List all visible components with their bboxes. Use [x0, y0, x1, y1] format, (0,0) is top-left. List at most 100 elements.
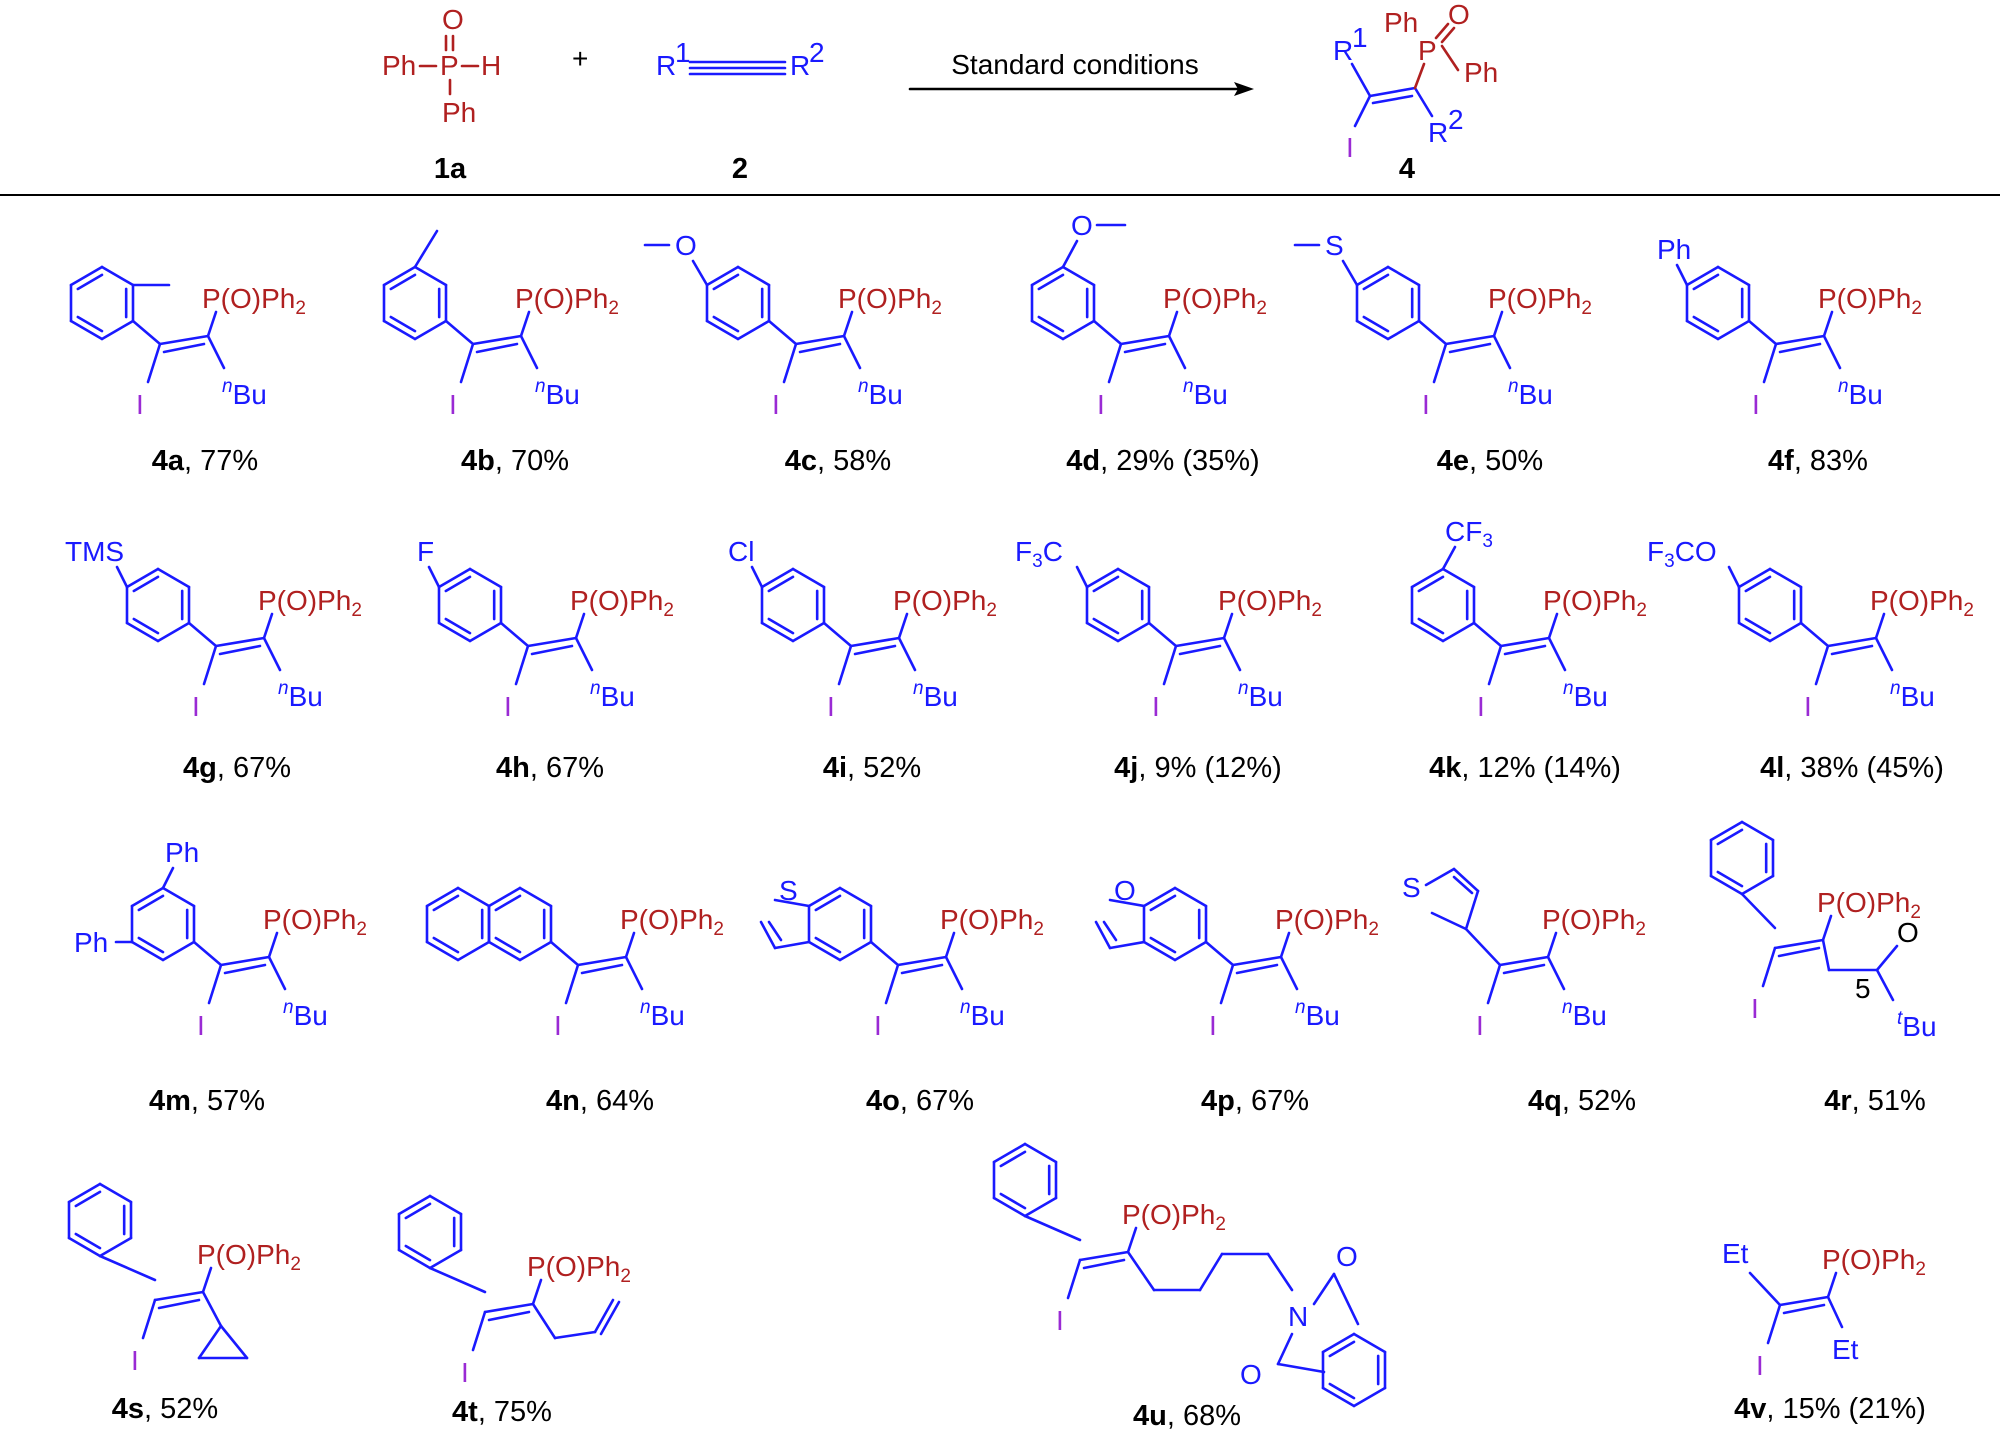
- c-i-bond: [471, 1310, 487, 1352]
- compound-id: 4k: [1429, 752, 1462, 784]
- alkene-inner-bond: [1777, 946, 1821, 958]
- hetero-ring-bond: [759, 920, 777, 950]
- alkene-bond: [1498, 955, 1550, 967]
- alkene-bond: [1826, 636, 1878, 648]
- heteroatom-label: S: [1325, 230, 1344, 261]
- reagent-1a-structure: Ph P H O Ph 1a: [382, 4, 501, 185]
- c-i-bond: [1107, 342, 1123, 384]
- phosphine-oxide-label-part: P(O)Ph: [1543, 585, 1636, 616]
- ring-bond: [1321, 1332, 1356, 1354]
- n-butyl-label-part: n: [858, 376, 869, 397]
- sub-bond: [1727, 565, 1741, 589]
- alkene-inner-bond: [1830, 644, 1874, 656]
- cf3-label-part: C: [1043, 536, 1063, 567]
- compound-id: 4s: [112, 1393, 144, 1425]
- ring-inner-bond: [1092, 575, 1120, 593]
- alkene-bond: [483, 1302, 535, 1314]
- sub-bond: [1675, 263, 1689, 287]
- compound-id: 4p: [1201, 1085, 1235, 1117]
- product-label-4u: 4u, 68%: [1133, 1400, 1241, 1432]
- ring-bond: [1768, 621, 1803, 643]
- r1-c-bond: [1350, 62, 1372, 98]
- ring-bond: [1085, 567, 1120, 589]
- o-atom-label: O: [442, 4, 464, 35]
- allyl-inner-bond: [599, 1300, 621, 1336]
- iodo-label: I: [1752, 389, 1760, 420]
- ring-inner-bond: [132, 575, 160, 593]
- r1-superscript: 1: [675, 37, 691, 68]
- c-p-bond: [944, 931, 956, 959]
- n-butyl-label-part: n: [1838, 376, 1849, 397]
- n-butyl-label-part: n: [278, 678, 289, 699]
- phosphine-oxide-label-part: 2: [290, 1254, 301, 1275]
- n-butyl-label-part: Bu: [1849, 379, 1883, 410]
- c-i-bond: [1762, 342, 1778, 384]
- compound-yield: , 64%: [580, 1085, 654, 1117]
- ring-bond: [992, 1196, 1027, 1218]
- alkene-inner-bond: [223, 963, 267, 975]
- reagent-1a-label: 1a: [434, 153, 467, 185]
- compound-yield: , 70%: [495, 445, 569, 477]
- c-butyl-bond: [267, 955, 287, 991]
- ring-inner-bond: [132, 617, 160, 635]
- r2-label: R: [790, 50, 810, 81]
- ring-bond: [1386, 319, 1421, 341]
- r1-label: R: [656, 50, 676, 81]
- compound-yield: , 67%: [1235, 1085, 1309, 1117]
- phosphine-oxide-label: P(O)Ph2: [1818, 283, 1922, 319]
- hetero-bond: [1341, 259, 1359, 287]
- ph-left-label: Ph: [382, 50, 416, 81]
- iodo-label-part: I: [197, 1010, 205, 1041]
- compound-id: 4u: [1133, 1400, 1167, 1432]
- compound-yield: , 68%: [1167, 1400, 1241, 1432]
- phosphine-oxide-label-part: 2: [1256, 298, 1267, 319]
- ring-bond: [1709, 820, 1744, 842]
- product-label-4k: 4k, 12% (14%): [1429, 752, 1621, 784]
- c-butyl-bond: [1492, 334, 1512, 370]
- hetero-ring-bond: [773, 898, 811, 908]
- n-butyl-label-part: Bu: [1519, 379, 1553, 410]
- compound-id: 4b: [461, 445, 495, 477]
- ring-bond: [1355, 265, 1390, 287]
- ring-bond: [1685, 265, 1720, 287]
- ring-bond: [1441, 567, 1476, 589]
- alkene-bond: [158, 334, 210, 346]
- n-butyl-label: nBu: [960, 997, 1005, 1031]
- n-butyl-label-part: Bu: [1249, 681, 1283, 712]
- c-p-bond: [1126, 1226, 1138, 1254]
- phenyl-label: Ph: [1657, 234, 1691, 265]
- ring-inner-bond: [999, 1150, 1027, 1168]
- compound-id: 4d: [1066, 445, 1100, 477]
- phosphine-oxide-label-part: P(O)Ph: [515, 283, 608, 314]
- phosphine-oxide-label-part: 2: [295, 298, 306, 319]
- ring-bond: [1085, 621, 1120, 643]
- compound-id: 4c: [785, 445, 817, 477]
- hetero-ring-inner-bond: [767, 920, 783, 942]
- alkene-bond: [214, 636, 266, 648]
- iodo-label: I: [449, 389, 457, 420]
- ring-inner-bond: [767, 575, 795, 593]
- imide-o-label: O: [1336, 1241, 1358, 1272]
- c-p-bond: [574, 612, 586, 640]
- reagent-2-label: 2: [732, 153, 748, 185]
- ring-bond: [1061, 265, 1096, 287]
- ring-bond: [1352, 1386, 1387, 1408]
- ring-bond: [487, 940, 522, 962]
- ring-inner-bond: [1362, 315, 1390, 333]
- n-butyl-label-part: n: [1562, 997, 1573, 1018]
- aryl-alkene-bond: [822, 621, 853, 648]
- ring-bond: [1030, 319, 1065, 341]
- tert-butyl-label: tBu: [1897, 1008, 1937, 1042]
- ring-bond: [487, 886, 522, 908]
- aryl-alkene-bond: [1464, 927, 1502, 967]
- phosphine-oxide-label-part: 2: [663, 600, 674, 621]
- ethyl-label-part: Et: [1832, 1334, 1859, 1365]
- ph-bottom-label: Ph: [442, 97, 476, 128]
- ring-inner-bond: [389, 315, 417, 333]
- c-i-bond: [1761, 946, 1777, 988]
